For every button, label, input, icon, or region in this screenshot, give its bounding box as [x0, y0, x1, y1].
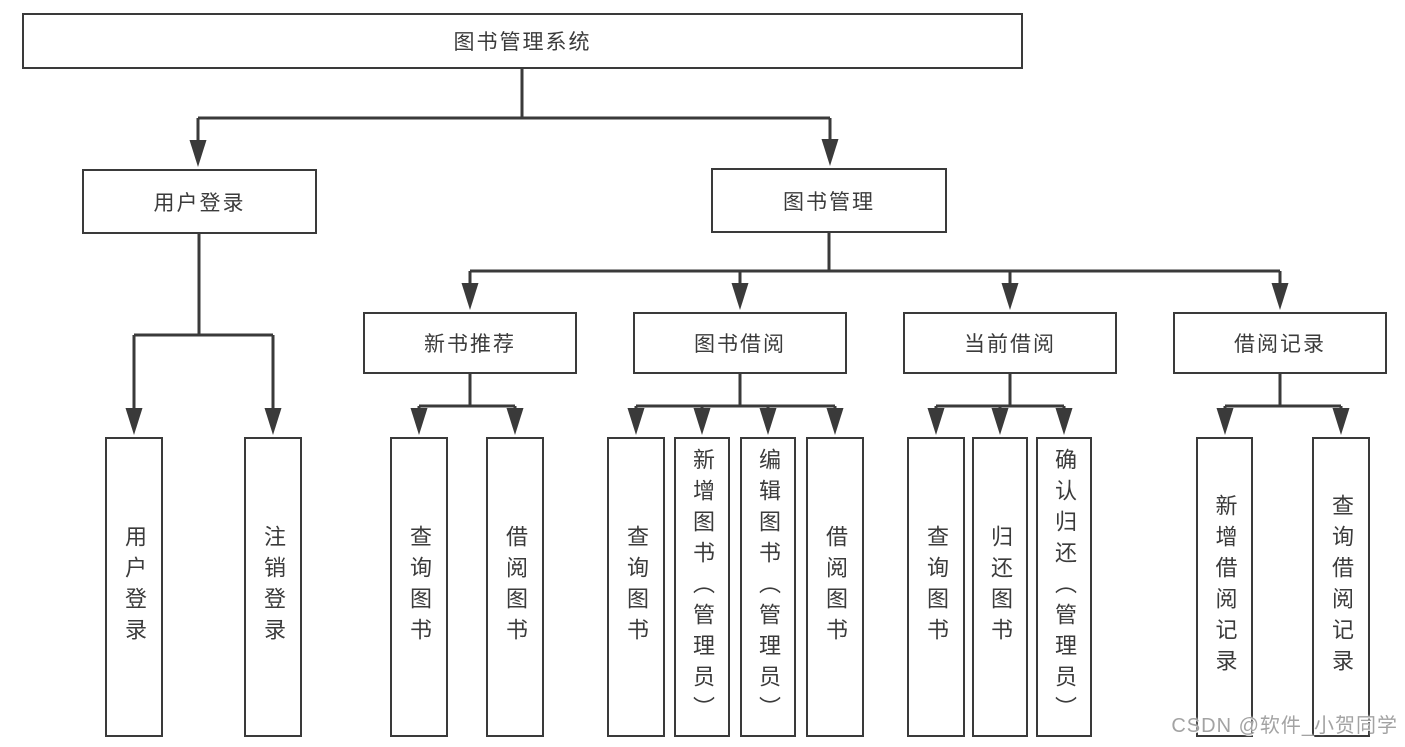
node-label: 借阅记录 [1234, 333, 1326, 356]
node-label: 借阅图书 [503, 525, 528, 649]
node-label: 借阅图书 [823, 525, 848, 649]
node-label: 查询借阅记录 [1329, 494, 1354, 680]
node-label: 查询图书 [407, 525, 432, 649]
node-label: 新增图书（管理员） [690, 447, 715, 727]
leaf-newbooks-borrow-books: 借阅图书 [486, 437, 544, 737]
node-label: 归还图书 [988, 525, 1013, 649]
node-label: 用户登录 [122, 525, 147, 649]
node-new-book-recommendation: 新书推荐 [363, 312, 577, 374]
leaf-borrow-query-books: 查询图书 [607, 437, 665, 737]
leaf-borrow-edit-books-admin: 编辑图书（管理员） [740, 437, 796, 737]
leaf-borrow-borrow-books: 借阅图书 [806, 437, 864, 737]
csdn-watermark: CSDN @软件_小贺同学 [1171, 715, 1398, 737]
node-label: 图书管理 [783, 190, 875, 214]
leaf-records-query-record: 查询借阅记录 [1312, 437, 1370, 737]
leaf-user-login: 用户登录 [105, 437, 163, 737]
node-label: 查询图书 [924, 525, 949, 649]
node-label: 查询图书 [624, 525, 649, 649]
node-label: 确认归还（管理员） [1052, 447, 1077, 727]
node-label: 图书管理系统 [453, 31, 592, 54]
leaf-current-return-books: 归还图书 [972, 437, 1028, 737]
node-label: 注销登录 [261, 525, 286, 649]
node-current-borrowing: 当前借阅 [903, 312, 1117, 374]
node-borrowing-records: 借阅记录 [1173, 312, 1387, 374]
node-label: 当前借阅 [964, 333, 1056, 356]
node-label: 新增借阅记录 [1212, 494, 1238, 680]
node-library-management-system: 图书管理系统 [22, 13, 1023, 69]
leaf-borrow-add-books-admin: 新增图书（管理员） [674, 437, 730, 737]
node-label: 编辑图书（管理员） [756, 447, 781, 727]
leaf-records-add-record: 新增借阅记录 [1196, 437, 1253, 737]
leaf-current-query-books: 查询图书 [907, 437, 965, 737]
node-label: 用户登录 [153, 191, 246, 215]
node-user-login: 用户登录 [82, 169, 317, 234]
leaf-logout: 注销登录 [244, 437, 302, 737]
node-book-management: 图书管理 [711, 168, 947, 233]
node-label: 新书推荐 [424, 333, 516, 356]
leaf-newbooks-query-books: 查询图书 [390, 437, 448, 737]
leaf-current-confirm-return-admin: 确认归还（管理员） [1036, 437, 1092, 737]
node-label: 图书借阅 [694, 333, 786, 356]
node-book-borrowing: 图书借阅 [633, 312, 847, 374]
